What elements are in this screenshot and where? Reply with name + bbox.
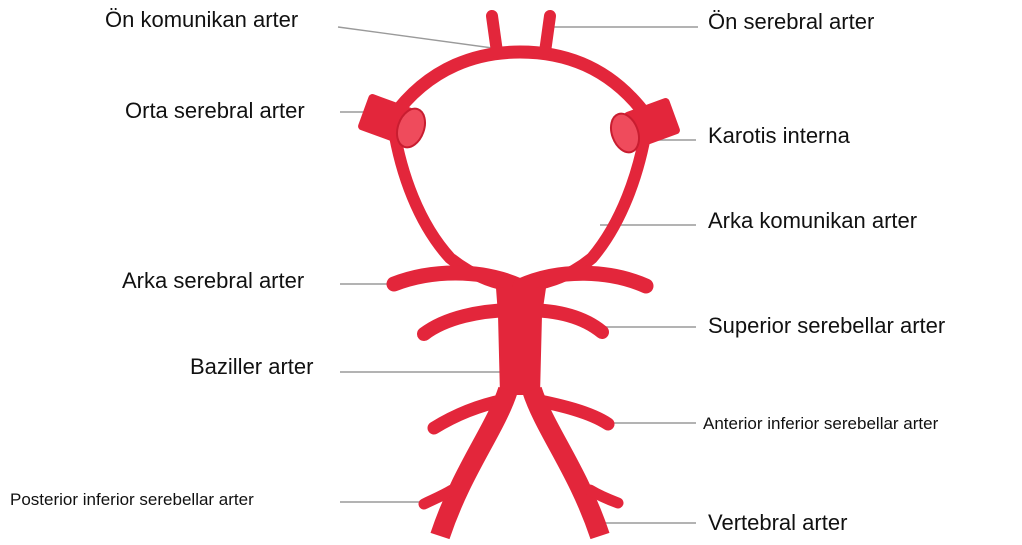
artery-shapes [357,16,681,536]
label-anterior-inferior-serebellar-arter: Anterior inferior serebellar arter [703,415,938,432]
label-vertebral-arter: Vertebral arter [708,512,847,534]
label-posterior-inferior-serebellar-arter: Posterior inferior serebellar arter [10,491,254,508]
label-on-serebral-arter: Ön serebral arter [708,11,874,33]
right-posterior-cerebral [520,273,646,286]
label-baziller-arter: Baziller arter [190,356,313,378]
left-anterior-cerebral [492,16,497,52]
label-arka-serebral-arter: Arka serebral arter [122,270,304,292]
left-posterior-cerebral [394,273,520,286]
basilar-trunk [496,288,546,395]
label-karotis-interna: Karotis interna [708,125,850,147]
label-superior-serebellar-arter: Superior serebellar arter [708,315,945,337]
label-on-komunikan-arter: Ön komunikan arter [105,9,298,31]
label-orta-serebral-arter: Orta serebral arter [125,100,305,122]
right-anterior-cerebral [545,16,550,52]
anterior-arch [392,52,648,118]
label-arka-komunikan-arter: Arka komunikan arter [708,210,917,232]
